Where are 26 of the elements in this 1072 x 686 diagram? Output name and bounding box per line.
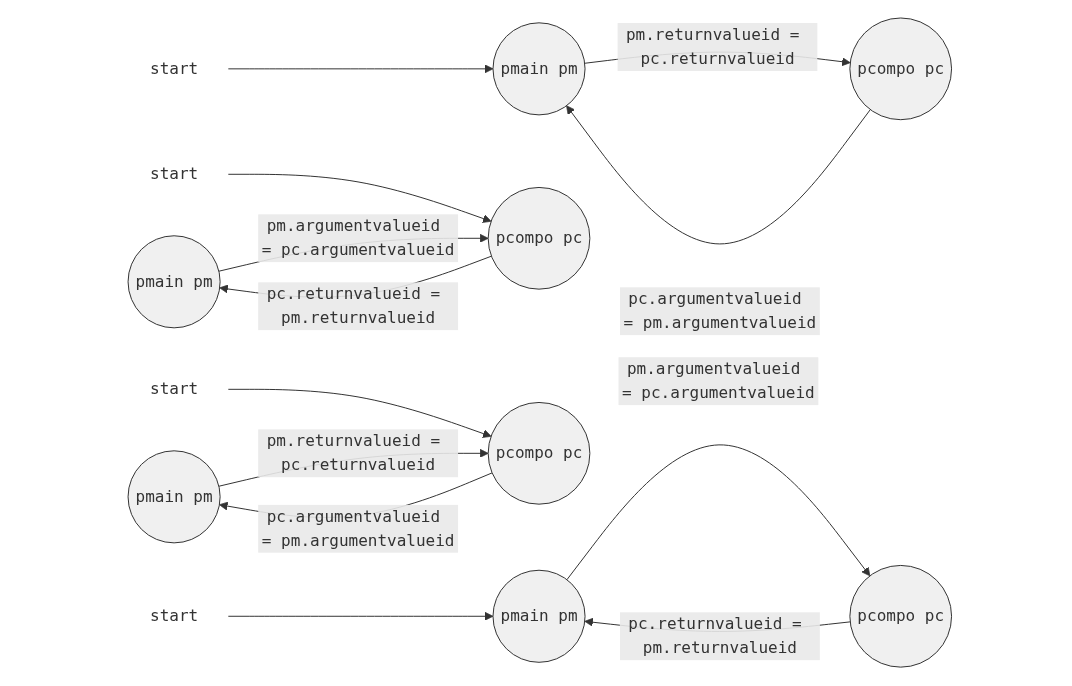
node-circle: pcompo pc [849, 565, 953, 669]
node-text: start [150, 164, 199, 184]
arrow [566, 105, 871, 245]
edge-label: pm.argumentvalueid = pc.argumentvalueid [622, 359, 815, 403]
node-text: start [150, 606, 199, 626]
arrow [227, 389, 492, 439]
arrow [566, 444, 871, 581]
arrow [227, 64, 494, 74]
edge-label: pc.argumentvalueid = pm.argumentvalueid [262, 507, 455, 551]
node-circle: pcompo pc [849, 17, 953, 121]
node-circle: pmain pm [127, 235, 221, 329]
edge-label: pc.returnvalueid = pm.returnvalueid [266, 284, 441, 328]
node-text: start [150, 59, 199, 79]
node-text: start [150, 379, 199, 399]
node-circle: pmain pm [492, 570, 586, 664]
node-circle: pmain pm [492, 22, 586, 116]
node-circle: pmain pm [127, 450, 221, 544]
edge-label: pm.argumentvalueid = pc.argumentvalueid [262, 216, 455, 260]
node-circle: pcompo pc [487, 402, 591, 506]
edge-label: pc.returnvalueid = pm.returnvalueid [628, 614, 802, 658]
node-circle: pcompo pc [487, 187, 591, 291]
edge-label: pm.returnvalueid = pc.returnvalueid [626, 25, 800, 69]
arrow [227, 612, 494, 622]
edge-label: pm.returnvalueid = pc.returnvalueid [266, 431, 441, 475]
arrow [227, 174, 492, 224]
edge-label: pc.argumentvalueid = pm.argumentvalueid [623, 289, 817, 333]
